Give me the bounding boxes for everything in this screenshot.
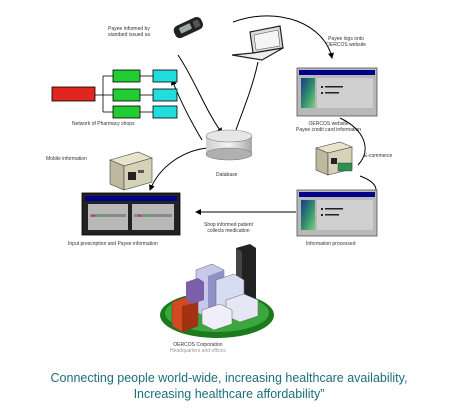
label-ecommerce: E-commerce — [364, 153, 393, 159]
pharmacy-network — [51, 69, 178, 119]
information-processed-screen — [296, 189, 378, 237]
label-oercos-website: OERCOS website Payee credit card informa… — [296, 121, 362, 133]
input-prescription-screen — [81, 192, 181, 236]
label-mobile-information: Mobile information — [46, 156, 87, 162]
database-cylinder-icon — [205, 129, 253, 161]
caption-line-1: Connecting people world-wide, increasing… — [50, 371, 408, 385]
arrow-database-to-pharmacy — [171, 79, 203, 141]
oercos-website-screen — [296, 67, 378, 117]
label-corporation: OERCOS Corporation Headquarters and offi… — [170, 342, 226, 354]
arrow-website-to-server — [339, 117, 366, 166]
pharmacy-branch — [112, 88, 141, 102]
label-pharmacy-network: Network of Pharmacy shops — [72, 121, 135, 127]
pharmacy-branch — [112, 105, 141, 119]
pharmacy-leaf — [152, 88, 178, 102]
label-information-processed: Information processed — [306, 241, 356, 247]
pharmacy-branch — [112, 69, 141, 83]
laptop-icon — [231, 25, 284, 61]
arrow-top-to-website — [232, 15, 334, 59]
arrow-laptop-to-database — [235, 61, 259, 131]
label-shop-informed: Shop informed patient collects medicatio… — [204, 222, 253, 234]
pharmacy-hub — [51, 86, 96, 102]
city-buildings-icon — [160, 244, 274, 338]
server-icon — [109, 151, 153, 191]
server-icon — [315, 141, 353, 176]
label-payee-logs: Payee logs onto OERCOS website — [326, 36, 367, 48]
mobile-phone-icon — [173, 16, 204, 39]
caption-line-2: Increasing healthcare affordability” — [133, 387, 325, 401]
pharmacy-leaf — [152, 105, 178, 119]
arrow-database-to-input — [149, 147, 209, 191]
pharmacy-leaf — [152, 69, 178, 83]
arrow-phone-to-database — [177, 54, 223, 134]
label-database: Database — [216, 172, 238, 178]
label-input-prescription: Input prescription and Payee information — [68, 241, 158, 247]
label-payee-informed: Payee informed by standard issued sa — [108, 26, 150, 38]
